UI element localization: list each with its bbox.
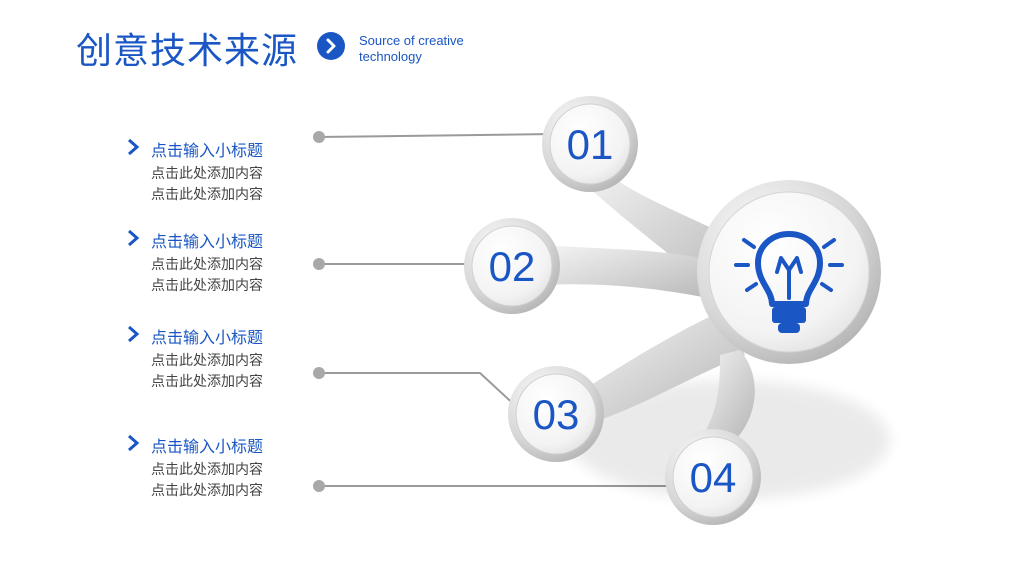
node-02: 02 xyxy=(464,218,560,314)
item-heading: 点击输入小标题 xyxy=(151,328,264,347)
chevron-right-icon xyxy=(128,229,140,247)
subtitle-line-2: technology xyxy=(359,49,422,64)
chevron-right-icon xyxy=(128,138,140,156)
item-text: 点击此处添加内容 xyxy=(151,462,263,478)
node-04: 04 xyxy=(665,429,761,525)
item-text: 点击此处添加内容 xyxy=(151,278,263,294)
item-heading: 点击输入小标题 xyxy=(151,437,264,456)
item-text: 点击此处添加内容 xyxy=(151,257,263,273)
page-title: 创意技术来源 xyxy=(76,31,299,72)
node-03: 03 xyxy=(508,366,604,462)
subtitle-line-1: Source of creative xyxy=(359,33,464,48)
connector-2 xyxy=(313,258,478,270)
item-text: 点击此处添加内容 xyxy=(151,187,263,203)
chevron-right-icon xyxy=(128,434,140,452)
chevron-right-icon xyxy=(128,325,140,343)
connector-4 xyxy=(313,480,672,492)
chevron-right-circle-icon xyxy=(317,32,345,60)
item-heading: 点击输入小标题 xyxy=(151,141,264,160)
node-01: 01 xyxy=(542,96,638,192)
lightbulb-base xyxy=(772,307,806,323)
connector-1 xyxy=(313,131,556,143)
item-text: 点击此处添加内容 xyxy=(151,166,263,182)
node-number: 03 xyxy=(533,391,580,438)
item-text: 点击此处添加内容 xyxy=(151,483,263,499)
lightbulb-icon xyxy=(734,231,844,307)
item-text: 点击此处添加内容 xyxy=(151,374,263,390)
center-node xyxy=(697,180,881,364)
lightbulb-tip xyxy=(778,323,800,333)
node-number: 02 xyxy=(489,243,536,290)
connector-3 xyxy=(313,367,521,411)
page-subtitle: Source of creative technology xyxy=(359,33,464,65)
item-text: 点击此处添加内容 xyxy=(151,353,263,369)
node-number: 01 xyxy=(567,121,614,168)
item-heading: 点击输入小标题 xyxy=(151,232,264,251)
node-number: 04 xyxy=(690,454,737,501)
